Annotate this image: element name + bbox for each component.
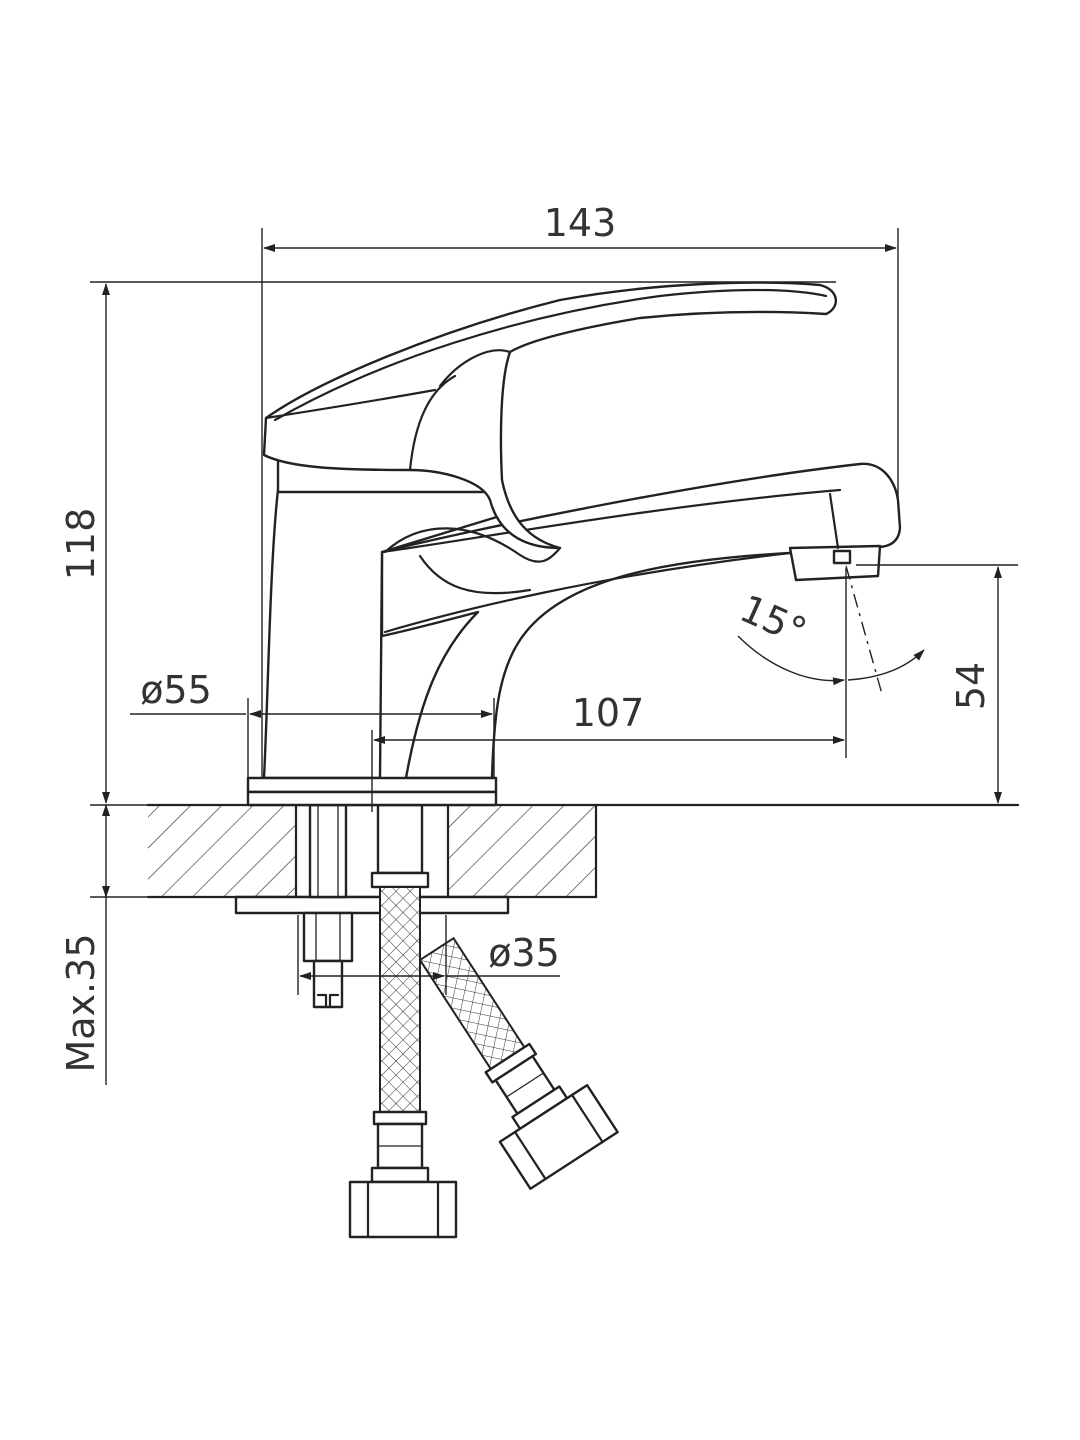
dim-base-diameter: ø55 xyxy=(140,668,212,712)
dim-spout-height: 54 xyxy=(949,662,993,710)
dim-overall-width: 143 xyxy=(544,201,617,245)
supply-hose-straight xyxy=(348,803,458,1239)
dim-mount-hole-diameter: ø35 xyxy=(488,931,560,975)
faucet-body xyxy=(246,281,902,807)
dim-overall-height: 118 xyxy=(59,508,103,581)
dimension-lines xyxy=(90,228,1018,1085)
mounting-hardware xyxy=(234,803,510,1009)
dim-max-counter-thickness: Max.35 xyxy=(59,934,103,1073)
countertop-section xyxy=(146,803,1020,899)
dim-spout-reach: 107 xyxy=(572,691,645,735)
